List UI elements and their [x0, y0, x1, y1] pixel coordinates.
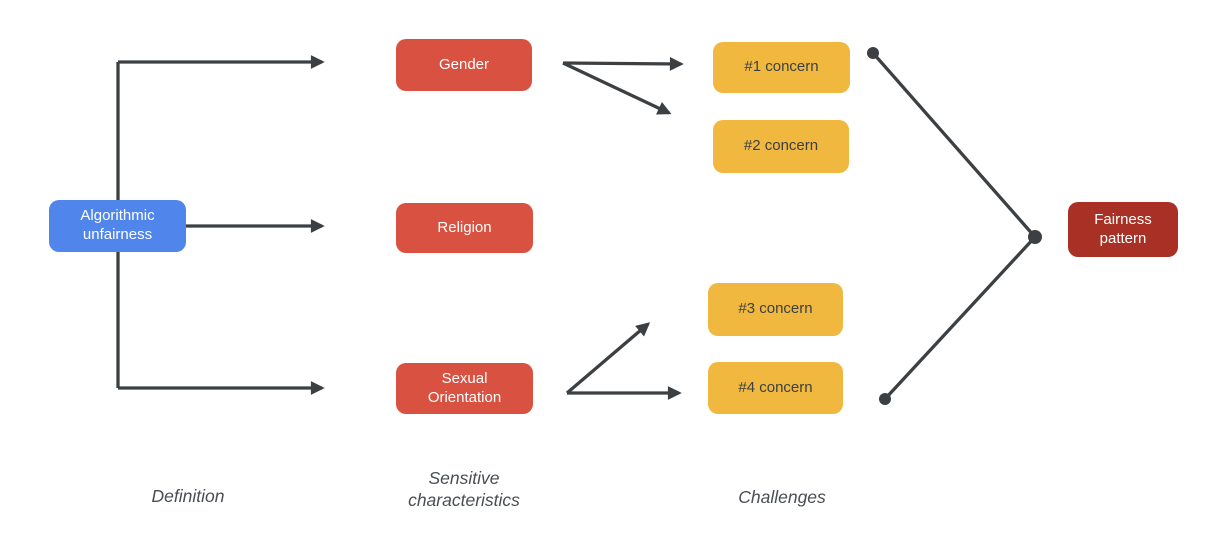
node-concern-3: #3 concern — [708, 283, 843, 336]
column-label-sensitive-characteristics: Sensitive characteristics — [408, 468, 520, 511]
node-sexual-orientation-label: Sexual Orientation — [427, 369, 502, 406]
connector-sexual-orientation-to-concern3 — [565, 322, 651, 395]
node-gender-label: Gender — [438, 55, 490, 73]
node-religion: Religion — [396, 203, 533, 253]
node-concern-1-label: #1 concern — [744, 58, 819, 76]
junction-dot-merge — [1028, 230, 1042, 244]
junction-dot-top — [867, 47, 879, 59]
column-label-challenges: Challenges — [738, 487, 826, 507]
connector-gender-to-concern1 — [562, 56, 684, 71]
node-concern-4-label: #4 concern — [738, 378, 813, 396]
node-concern-3-label: #3 concern — [738, 300, 813, 318]
node-gender: Gender — [396, 39, 532, 91]
node-religion-label: Religion — [437, 218, 492, 236]
connector-gender-to-concern2 — [562, 61, 672, 115]
node-fairness-pattern-label: Fairness pattern — [1094, 210, 1152, 247]
node-concern-1: #1 concern — [713, 42, 850, 93]
node-concern-4: #4 concern — [708, 362, 843, 414]
node-algorithmic-unfairness: Algorithmic unfairness — [49, 200, 186, 252]
node-fairness-pattern: Fairness pattern — [1068, 202, 1178, 257]
node-concern-2-label: #2 concern — [743, 137, 819, 155]
node-sexual-orientation: Sexual Orientation — [396, 363, 533, 414]
junction-dot-bottom — [879, 393, 891, 405]
node-algorithmic-unfairness-label: Algorithmic unfairness — [80, 207, 155, 243]
connector-concerns-bottom-to-fairness — [883, 235, 1037, 401]
connector-concerns-top-to-fairness — [871, 51, 1037, 239]
node-concern-2: #2 concern — [713, 120, 849, 173]
column-label-definition: Definition — [151, 486, 225, 506]
